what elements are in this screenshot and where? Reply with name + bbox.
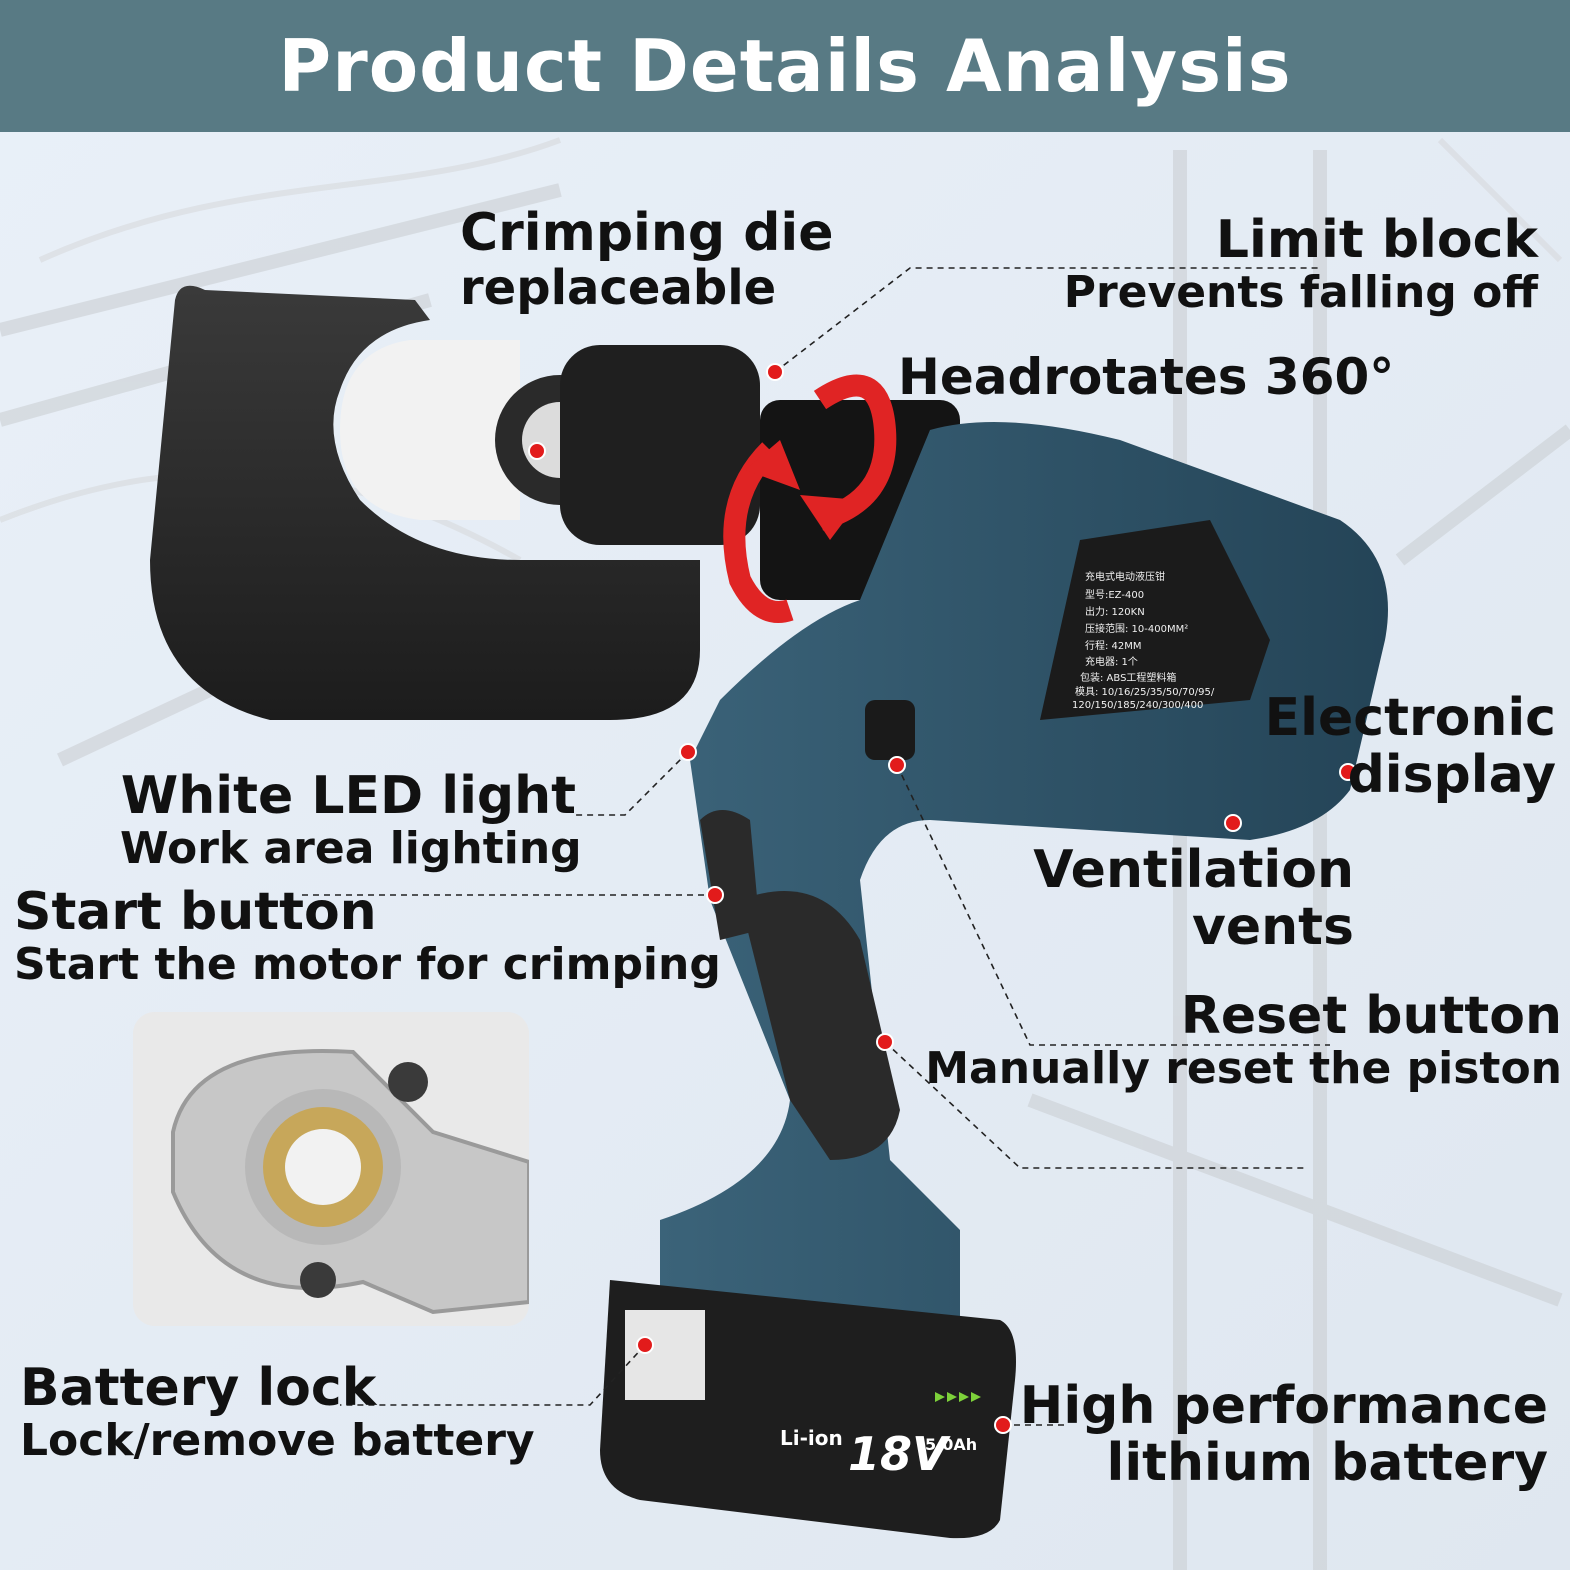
callout-title: White LED light: [120, 766, 576, 826]
battery-chemistry: Li-ion: [780, 1426, 843, 1450]
callout-title: Reset button: [1180, 986, 1562, 1046]
svg-text:行程: 42MM: 行程: 42MM: [1085, 639, 1142, 652]
svg-text:出力: 120KN: 出力: 120KN: [1085, 605, 1145, 618]
svg-text:120/150/185/240/300/400: 120/150/185/240/300/400: [1072, 700, 1203, 711]
callout-title: Headrotates 360°: [898, 348, 1395, 406]
callout-limit-block: Limit block Prevents falling off: [1063, 210, 1538, 319]
callout-subtitle: Work area lighting: [120, 823, 582, 875]
callout-title: Crimping die: [460, 203, 834, 263]
callout-title: High performance: [1019, 1376, 1548, 1436]
callout-electronic-display: Electronic display: [1264, 688, 1556, 806]
callout-title: Ventilation: [1033, 840, 1354, 900]
svg-text:压接范围: 10-400MM²: 压接范围: 10-400MM²: [1085, 622, 1188, 635]
callout-title: Battery lock: [20, 1358, 377, 1418]
battery-voltage: 18V: [848, 1427, 951, 1481]
callout-start-button: Start button Start the motor for crimpin…: [14, 882, 721, 991]
label-plate: 充电式电动液压钳 型号:EZ-400 出力: 120KN 压接范围: 10-40…: [1072, 570, 1215, 711]
callout-white-led: White LED light Work area lighting: [120, 766, 582, 875]
callout-title: Start button: [14, 882, 377, 942]
callout-subtitle: Manually reset the piston: [925, 1043, 1562, 1095]
callout-subtitle: Prevents falling off: [1063, 267, 1538, 319]
header-banner: Product Details Analysis: [0, 0, 1570, 132]
callout-head-rotates: Headrotates 360°: [898, 350, 1394, 405]
page-title: Product Details Analysis: [278, 24, 1292, 108]
svg-text:充电器: 1个: 充电器: 1个: [1085, 655, 1138, 668]
callout-subtitle: display: [1347, 745, 1556, 806]
svg-text:包装: ABS工程塑料箱: 包装: ABS工程塑料箱: [1080, 671, 1176, 684]
callout-title: Electronic: [1264, 688, 1556, 748]
c-head: [150, 285, 700, 720]
callout-battery: High performance lithium battery: [1019, 1376, 1549, 1494]
callout-subtitle: vents: [1192, 897, 1354, 958]
callout-subtitle: lithium battery: [1106, 1433, 1549, 1494]
crimping-die-inset: [133, 1012, 529, 1326]
callout-subtitle: Start the motor for crimping: [14, 939, 721, 991]
svg-text:充电式电动液压钳: 充电式电动液压钳: [1085, 570, 1165, 583]
callout-reset-button: Reset button Manually reset the piston: [925, 986, 1562, 1095]
callout-title: Limit block: [1215, 210, 1538, 270]
callout-crimping-die: Crimping die replaceable: [460, 203, 834, 317]
battery-capacity: 5.0Ah: [925, 1435, 977, 1454]
svg-text:模具: 10/16/25/35/50/70/95/: 模具: 10/16/25/35/50/70/95/: [1075, 686, 1215, 698]
svg-text:型号:EZ-400: 型号:EZ-400: [1085, 588, 1144, 601]
callout-subtitle: replaceable: [460, 260, 777, 317]
callout-subtitle: Lock/remove battery: [20, 1415, 535, 1467]
callout-battery-lock: Battery lock Lock/remove battery: [20, 1358, 535, 1467]
callout-ventilation: Ventilation vents: [1033, 840, 1354, 958]
